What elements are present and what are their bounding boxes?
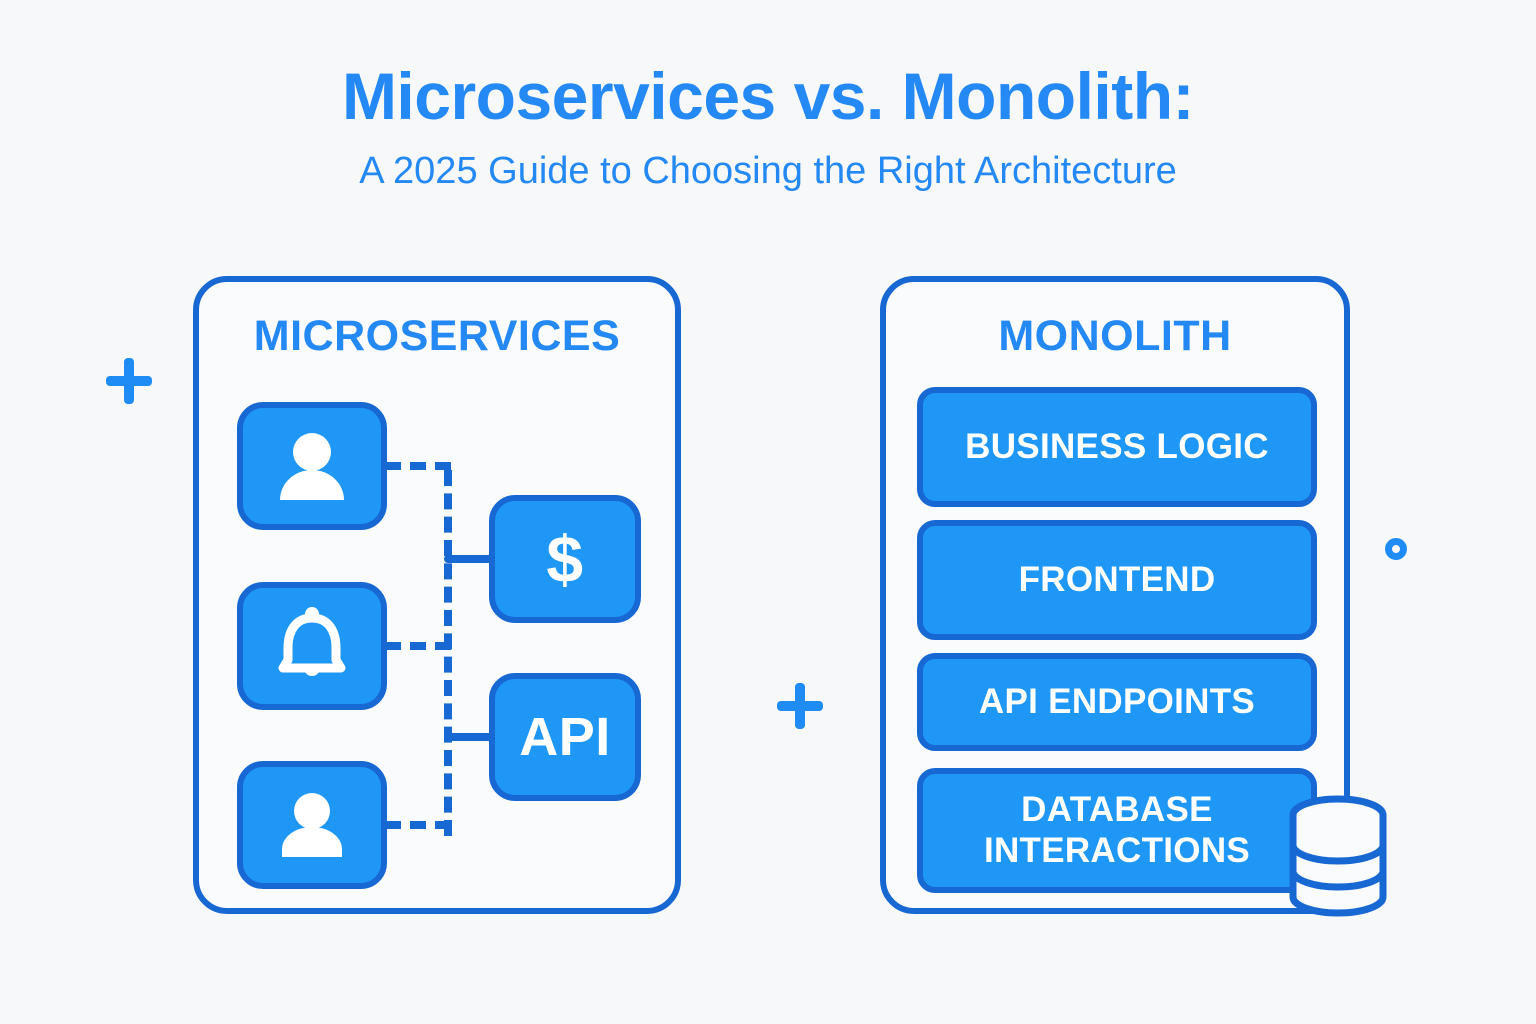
ring-decoration-right xyxy=(1385,538,1407,560)
microservices-panel: MICROSERVICES xyxy=(193,276,681,914)
monolith-bar-api-endpoints[interactable]: API ENDPOINTS xyxy=(917,653,1317,751)
page-subtitle: A 2025 Guide to Choosing the Right Archi… xyxy=(359,150,1177,193)
monolith-panel-title: MONOLITH xyxy=(998,312,1232,360)
connector-stub-api xyxy=(444,733,496,741)
monolith-bar-label: BUSINESS LOGIC xyxy=(965,426,1269,466)
monolith-bar-label: API ENDPOINTS xyxy=(978,681,1256,721)
api-label: API xyxy=(519,707,611,767)
dollar-icon: $ xyxy=(546,522,584,596)
person-icon xyxy=(274,789,350,861)
database-cylinder-icon xyxy=(1285,793,1391,919)
monolith-bar-database-interactions[interactable]: DATABASE INTERACTIONS xyxy=(917,768,1317,893)
microservices-panel-title: MICROSERVICES xyxy=(253,312,621,360)
monolith-bar-frontend[interactable]: FRONTEND xyxy=(917,520,1317,640)
monolith-bar-label: FRONTEND xyxy=(1018,559,1216,599)
service-tile-user-1[interactable] xyxy=(237,402,387,530)
connector-branch-bell xyxy=(385,642,451,650)
plus-decoration-middle xyxy=(777,683,823,729)
plus-decoration-left xyxy=(106,358,152,404)
monolith-bar-business-logic[interactable]: BUSINESS LOGIC xyxy=(917,387,1317,507)
service-tile-notification[interactable] xyxy=(237,582,387,710)
page-header: Microservices vs. Monolith: A 2025 Guide… xyxy=(0,0,1536,193)
connector-spine xyxy=(444,470,452,836)
monolith-panel: MONOLITH BUSINESS LOGIC FRONTEND API END… xyxy=(880,276,1350,914)
service-tile-payment[interactable]: $ xyxy=(489,495,641,623)
service-tile-user-2[interactable] xyxy=(237,761,387,889)
page-title: Microservices vs. Monolith: xyxy=(341,59,1195,133)
connector-branch-user2 xyxy=(385,821,451,829)
monolith-bar-label: DATABASE INTERACTIONS xyxy=(983,790,1251,870)
connector-stub-payment xyxy=(444,555,496,563)
connector-branch-user1 xyxy=(385,462,451,470)
service-tile-api[interactable]: API xyxy=(489,673,641,801)
bell-icon xyxy=(275,606,349,686)
person-icon xyxy=(274,428,350,504)
